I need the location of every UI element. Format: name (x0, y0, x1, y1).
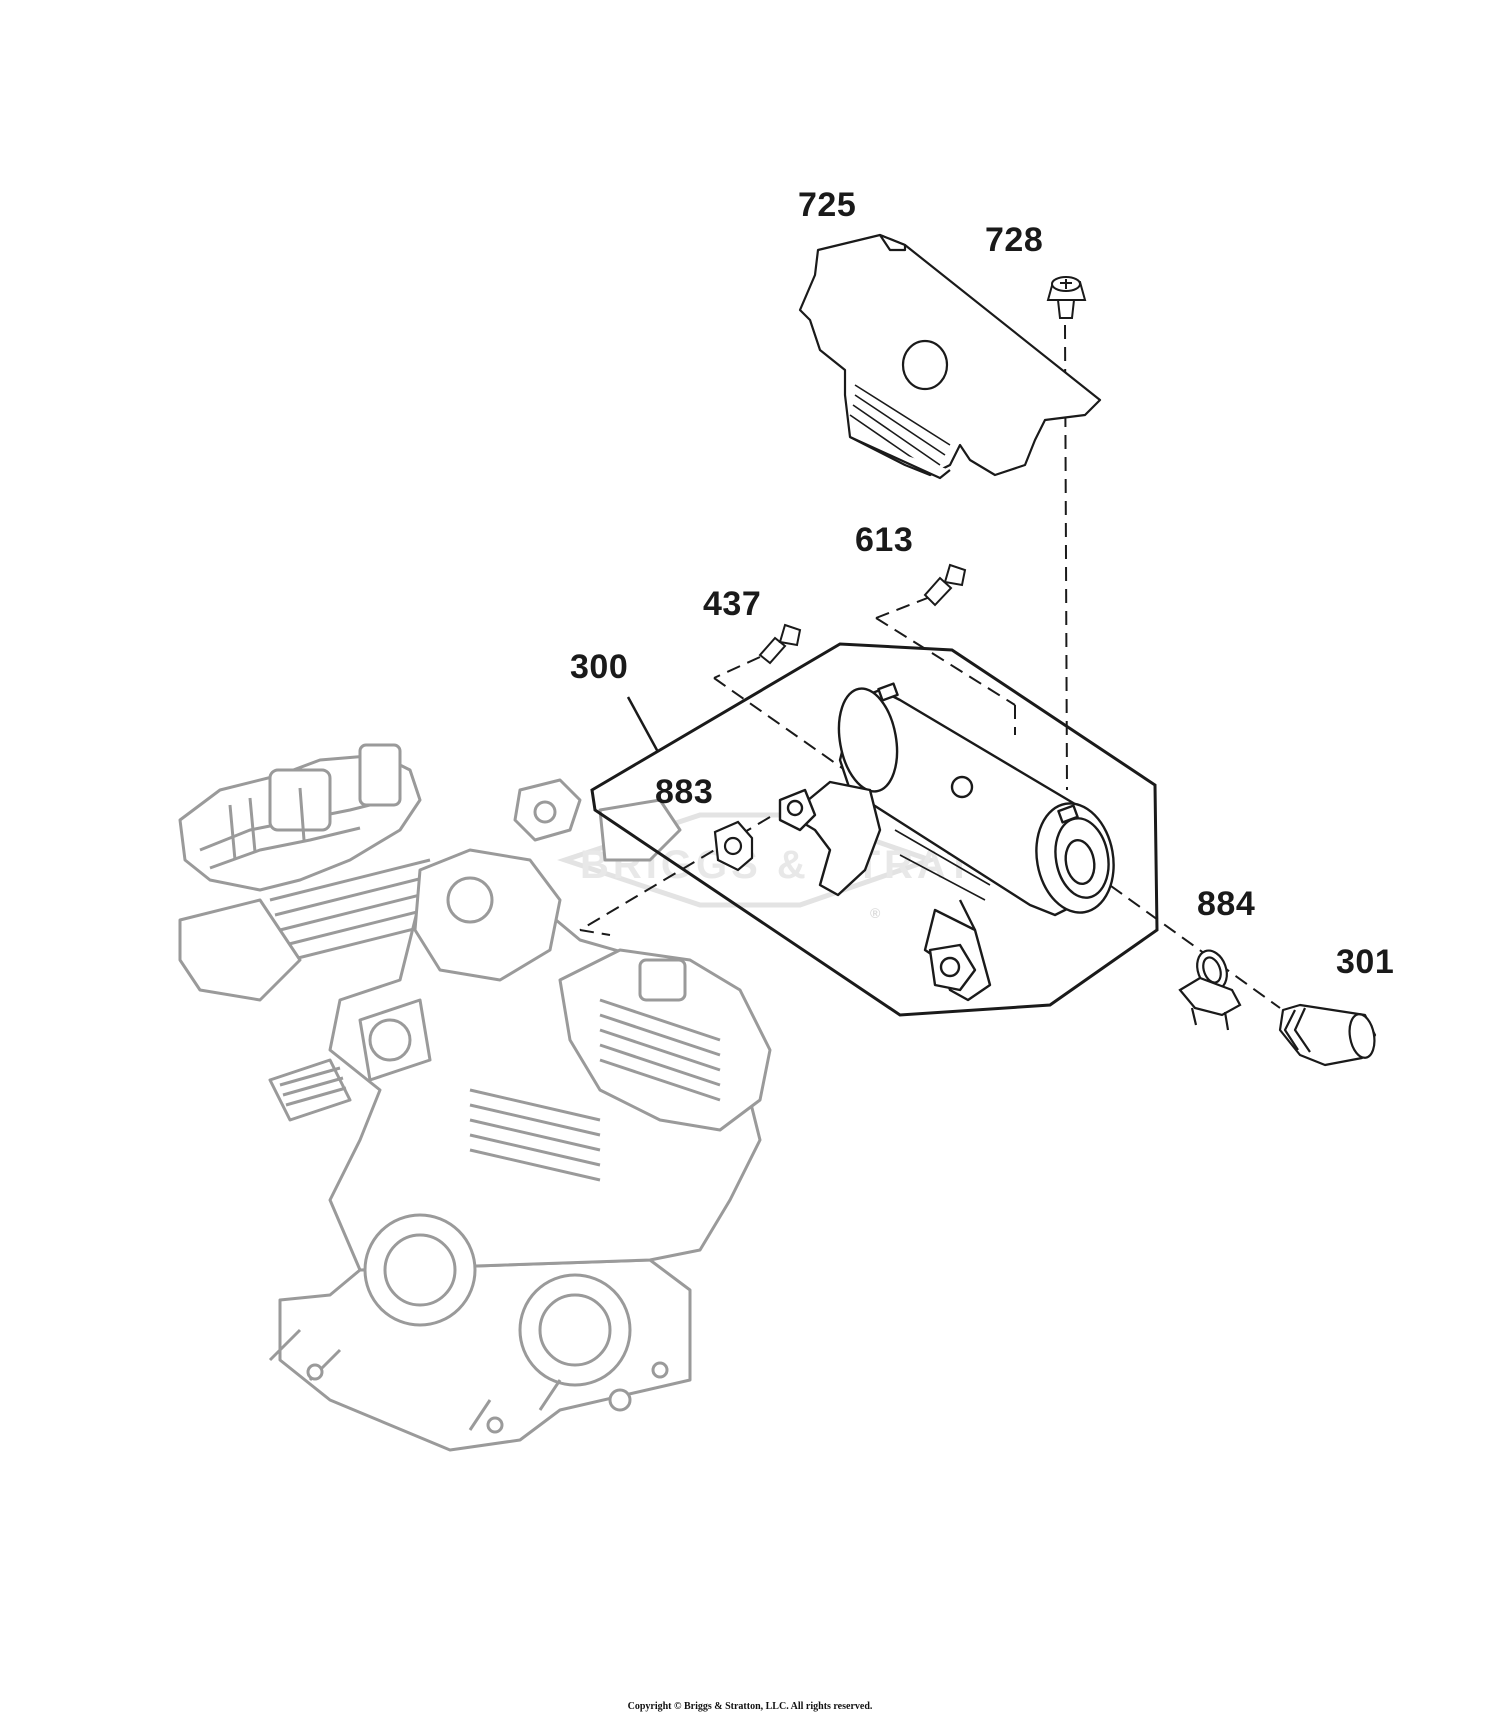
bolt-613 (923, 563, 967, 607)
watermark-registered: ® (870, 905, 881, 921)
screw-728 (1046, 276, 1087, 319)
callout-728: 728 (985, 221, 1044, 259)
bolt-437 (758, 623, 802, 665)
callout-437: 437 (703, 585, 762, 623)
callout-884: 884 (1197, 885, 1256, 923)
muffler-assembly-outline (590, 642, 1159, 1017)
gasket-883 (713, 820, 754, 872)
engine-block (178, 743, 772, 1452)
callout-613: 613 (855, 521, 914, 559)
callout-725: 725 (798, 186, 857, 224)
callout-301: 301 (1336, 943, 1395, 981)
copyright-notice: Copyright © Briggs & Stratton, LLC. All … (627, 1701, 873, 1712)
callout-300: 300 (570, 648, 629, 686)
heat-shield (798, 233, 1102, 480)
clamp-884 (1178, 949, 1242, 1031)
muffler (778, 682, 1115, 1002)
leader-lines (626, 696, 660, 753)
callout-883: 883 (655, 773, 714, 811)
tailpipe-301 (1278, 1003, 1377, 1067)
